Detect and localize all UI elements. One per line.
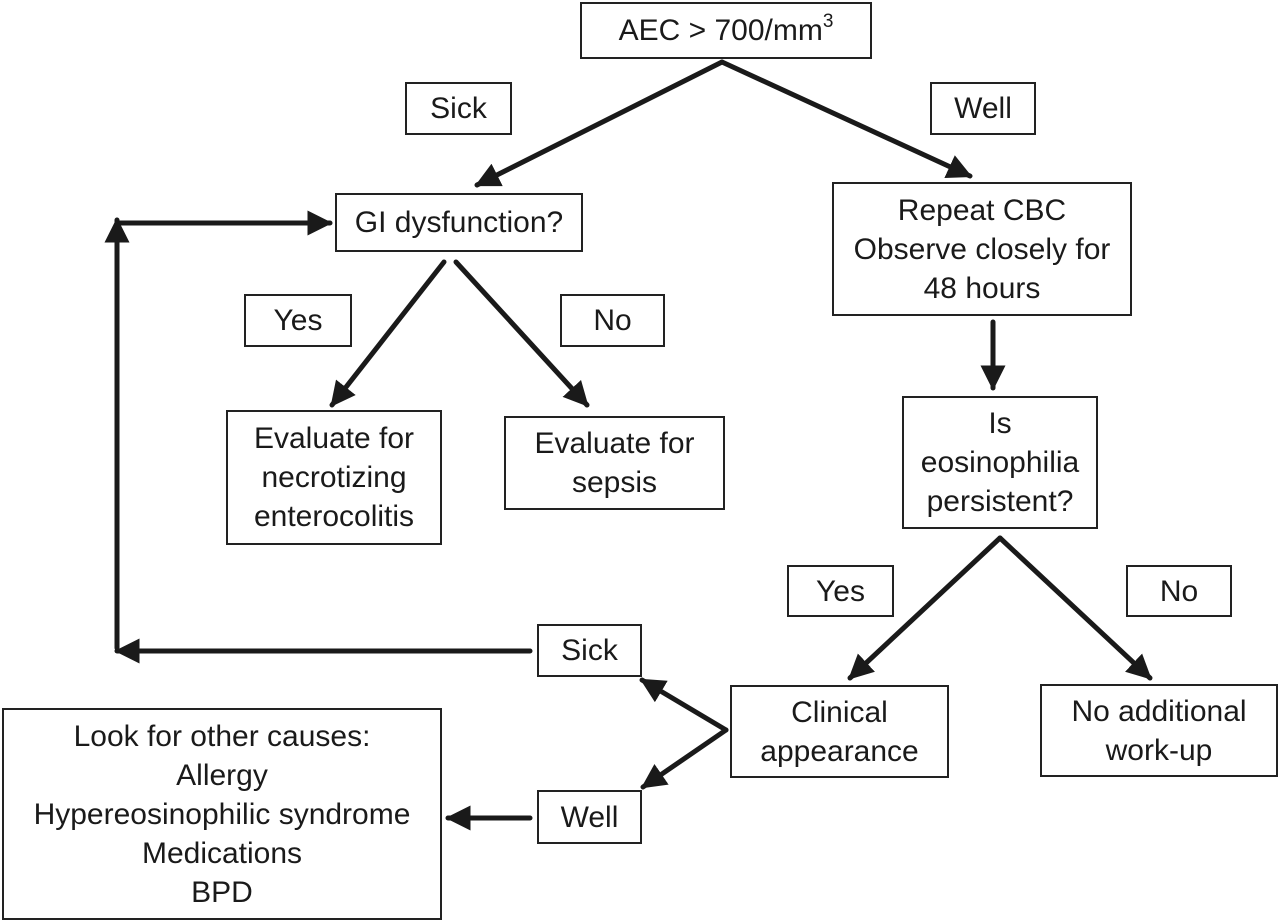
no-additional-workup-box: No additional work-up bbox=[1040, 684, 1278, 777]
edge-clinical-to-sick bbox=[639, 677, 729, 733]
edge-persistent-to-noworkup bbox=[997, 535, 1153, 681]
edge-aec-to-repeat bbox=[719, 59, 973, 179]
edge-clinical-to-well bbox=[640, 727, 729, 790]
well-label-top: Well bbox=[930, 82, 1036, 135]
repeat-cbc-box: Repeat CBC Observe closely for 48 hours bbox=[832, 182, 1132, 316]
clinical-appearance-box: Clinical appearance bbox=[730, 685, 949, 778]
edge-persistent-to-clinical bbox=[847, 535, 1003, 681]
well-label-bottom: Well bbox=[537, 790, 642, 844]
edge-gi-to-nec bbox=[329, 259, 447, 408]
eosinophilia-persistent-box: Is eosinophilia persistent? bbox=[902, 396, 1098, 529]
no-label-right: No bbox=[1126, 565, 1232, 617]
edge-aec-to-gi bbox=[474, 59, 725, 188]
edge-gi-to-sepsis bbox=[453, 259, 590, 408]
yes-label-right: Yes bbox=[787, 565, 894, 617]
gi-dysfunction-box: GI dysfunction? bbox=[335, 193, 583, 252]
yes-label-left: Yes bbox=[244, 294, 352, 347]
nec-evaluation-box: Evaluate for necrotizing enterocolitis bbox=[226, 410, 442, 545]
no-label-left: No bbox=[560, 294, 665, 347]
sepsis-evaluation-box: Evaluate for sepsis bbox=[504, 416, 725, 510]
aec-threshold-box: AEC > 700/mm3 bbox=[580, 2, 872, 59]
sick-label-top: Sick bbox=[405, 82, 512, 135]
other-causes-box: Look for other causes: Allergy Hypereosi… bbox=[2, 708, 442, 920]
aec-label: AEC > 700/mm3 bbox=[618, 11, 834, 47]
sick-label-bottom: Sick bbox=[537, 624, 642, 677]
aec-superscript: 3 bbox=[822, 11, 834, 32]
